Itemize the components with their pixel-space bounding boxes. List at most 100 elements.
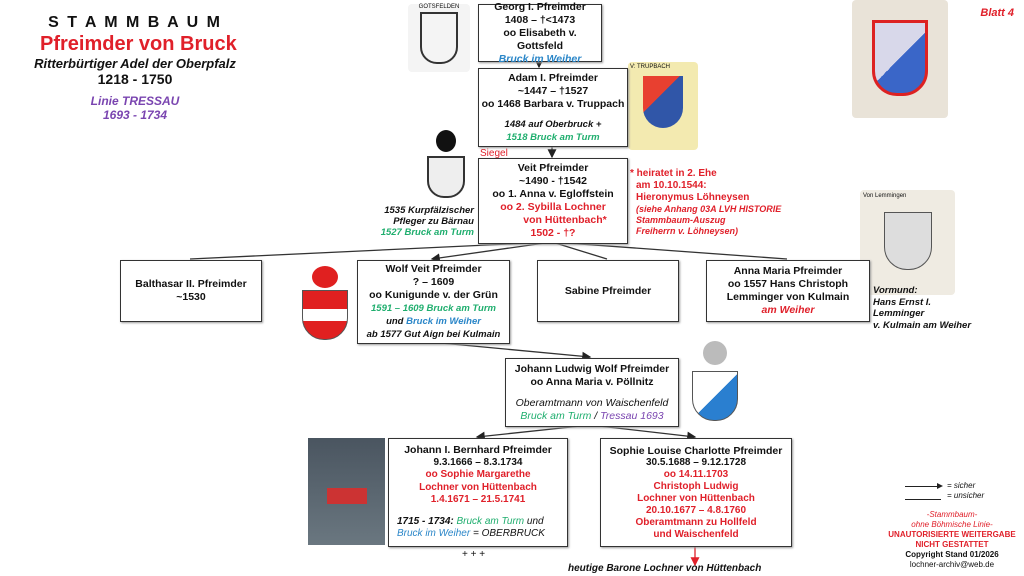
note-text: = OBERBRUCK	[472, 528, 545, 540]
truppach-arms-image: V: TRUPBACH	[628, 62, 698, 150]
person-dates: ? – 1609	[412, 276, 455, 288]
person-dates: 30.5.1688 – 9.12.1728	[645, 456, 747, 468]
person-anna-maria[interactable]: Anna Maria Pfreimder oo 1557 Hans Christ…	[706, 260, 870, 322]
arrow-line-icon	[905, 482, 943, 489]
veit-marriage-note: * heiratet in 2. Ehe am 10.10.1544: Hier…	[630, 168, 781, 237]
person-spouse2: von Hüttenbach*	[523, 214, 607, 226]
note-line: Freiherrn v. Löhneysen)	[636, 226, 739, 236]
person-seat: 1591 – 1609 Bruck am Turm	[371, 303, 496, 314]
person-spouse: oo 1468 Barbara v. Truppach	[481, 97, 625, 110]
blue-white-arms-image	[680, 335, 750, 425]
person-dates: ~1490 - †1542	[518, 175, 588, 187]
copyright: Copyright Stand 01/2026	[905, 550, 999, 559]
person-seat: Bruck am Turm	[456, 515, 525, 527]
person-adam[interactable]: Adam I. Pfreimder ~1447 – †1527 oo 1468 …	[478, 68, 628, 147]
person-johann-bernhard[interactable]: Johann I. Bernhard Pfreimder 9.3.1666 – …	[388, 438, 568, 547]
note-line: am 10.10.1544:	[636, 180, 707, 191]
person-spouse: oo 14.11.1703	[663, 468, 729, 480]
line-name: Linie TRESSAU	[90, 94, 180, 108]
person-dates: 9.3.1666 – 8.3.1734	[433, 456, 523, 468]
person-spouse: oo 1557 Hans Christoph	[727, 278, 849, 290]
note-line: Vormund:	[873, 285, 918, 296]
legend: = sicher = unsicher	[905, 481, 984, 501]
person-seat: 1518 Bruck am Turm	[506, 131, 600, 143]
legend-label: = sicher	[947, 481, 976, 490]
note-line: Hieronymus Löhneysen	[636, 192, 750, 203]
lemmingen-arms-image: Von Lemmingen	[860, 190, 955, 295]
person-name: Veit Pfreimder	[517, 162, 589, 174]
note-line: Stammbaum-Auszug	[636, 215, 726, 225]
person-seat: Bruck im Weiher	[498, 52, 582, 65]
person-spouse: Lemminger von Kulmain	[726, 291, 850, 303]
legend-label: = unsicher	[947, 491, 985, 500]
title-block: S T A M M B A U M Pfreimder von Bruck Ri…	[34, 14, 237, 122]
note-line: (siehe Anhang 03A LVH HISTORIE	[636, 204, 782, 214]
person-name: Johann Ludwig Wolf Pfreimder	[514, 362, 670, 375]
footer-block: -Stammbaum- ohne Böhmische Linie- UNAUTO…	[880, 510, 1024, 570]
person-spouse: Lochner von Hüttenbach	[637, 492, 755, 504]
person-dates: 1408 – †<1473	[504, 13, 576, 26]
descendants-note: heutige Barone Lochner von Hüttenbach	[568, 563, 762, 574]
person-sophie[interactable]: Sophie Louise Charlotte Pfreimder 30.5.1…	[600, 438, 792, 547]
person-name: Sophie Louise Charlotte Pfreimder	[609, 444, 783, 457]
legend-certain: = sicher	[905, 481, 984, 491]
veit-office-note: 1535 Kurpfälzischer Pfleger zu Bärnau 15…	[381, 205, 474, 238]
person-spouse-dates: 20.10.1677 – 4.8.1760	[645, 504, 747, 516]
person-spouse: oo Sophie Margarethe	[425, 469, 531, 481]
person-spouse2-dates: 1502 - †?	[530, 227, 576, 239]
portrait-photo	[308, 438, 385, 545]
line-years: 1693 - 1734	[102, 108, 168, 122]
note-line: v. Kulmain am Weiher	[873, 319, 972, 331]
person-veit[interactable]: Veit Pfreimder ~1490 - †1542 oo 1. Anna …	[478, 158, 628, 244]
person-balthasar[interactable]: Balthasar II. Pfreimder ~1530	[120, 260, 262, 322]
and-text: und	[526, 515, 544, 527]
note-line: * heiratet in 2. Ehe	[630, 168, 717, 179]
person-name: Balthasar II. Pfreimder	[135, 278, 247, 290]
subtitle: Ritterbürtiger Adel der Oberpfalz	[34, 56, 236, 71]
footer-line: UNAUTORISIERTE WEITERGABE	[888, 530, 1016, 539]
arms-caption: V: TRUPBACH	[630, 64, 671, 70]
person-spouse: oo Anna Maria v. Pöllnitz	[530, 375, 654, 388]
note-line: Lemminger	[873, 308, 925, 319]
person-georg[interactable]: Georg I. Pfreimder 1408 – †<1473 oo Elis…	[478, 1, 602, 65]
person-seat: Bruck im Weiher	[397, 528, 471, 540]
gottsfelden-arms-image: GOTSFELDEN	[408, 4, 470, 72]
person-spouse-office: Oberamtmann zu Hollfeld	[635, 516, 757, 528]
person-name: Johann I. Bernhard Pfreimder	[404, 444, 552, 457]
arms-caption: GOTSFELDEN	[418, 4, 460, 10]
note-text: 1715 - 1734:	[397, 515, 454, 527]
person-office: Oberamtmann von Waischenfeld	[515, 396, 669, 409]
person-name: Anna Maria Pfreimder	[733, 265, 843, 277]
person-wolf-veit[interactable]: Wolf Veit Pfreimder ? – 1609 oo Kunigund…	[357, 260, 510, 344]
footer-line: ohne Böhmische Linie-	[911, 520, 993, 529]
person-dates: ~1447 – †1527	[517, 84, 589, 97]
person-spouse: oo Elisabeth v. Gottsfeld	[503, 26, 577, 52]
separator: /	[591, 409, 601, 422]
note-line: 1527 Bruck am Turm	[380, 227, 474, 238]
person-name: Sabine Pfreimder	[564, 284, 652, 297]
person-spouse: Lochner von Hüttenbach	[419, 481, 537, 493]
plain-line-icon	[905, 498, 941, 500]
person-spouse: Christoph Ludwig	[653, 480, 739, 492]
person-seat: Tressau 1693	[600, 409, 664, 422]
family-name: Pfreimder von Bruck	[40, 33, 237, 55]
footer-line: -Stammbaum-	[926, 510, 978, 519]
person-seat: Bruck im Weiher	[406, 316, 481, 327]
red-white-arms-image	[290, 264, 360, 346]
pfreimder-arms-painting	[852, 0, 948, 118]
continuation-mark: + + +	[462, 549, 486, 560]
guardian-note: Vormund: Hans Ernst I. Lemminger v. Kulm…	[873, 285, 971, 331]
person-johann-ludwig[interactable]: Johann Ludwig Wolf Pfreimder oo Anna Mar…	[505, 358, 679, 427]
seal-label: Siegel	[480, 148, 508, 159]
person-spouse: oo 1. Anna v. Egloffstein	[492, 188, 614, 200]
sheet-label: Blatt 4	[980, 7, 1014, 19]
person-seat: Bruck am Turm	[520, 409, 592, 422]
and-text: und	[386, 316, 404, 327]
person-sabine[interactable]: Sabine Pfreimder	[537, 260, 679, 322]
person-name: Adam I. Pfreimder	[508, 71, 598, 84]
person-spouse-office: und Waischenfeld	[653, 528, 739, 540]
person-spouse2: oo 2. Sybilla Lochner	[500, 201, 606, 213]
contact-email: lochner-archiv@web.de	[909, 560, 995, 569]
person-seat: am Weiher	[761, 304, 815, 316]
